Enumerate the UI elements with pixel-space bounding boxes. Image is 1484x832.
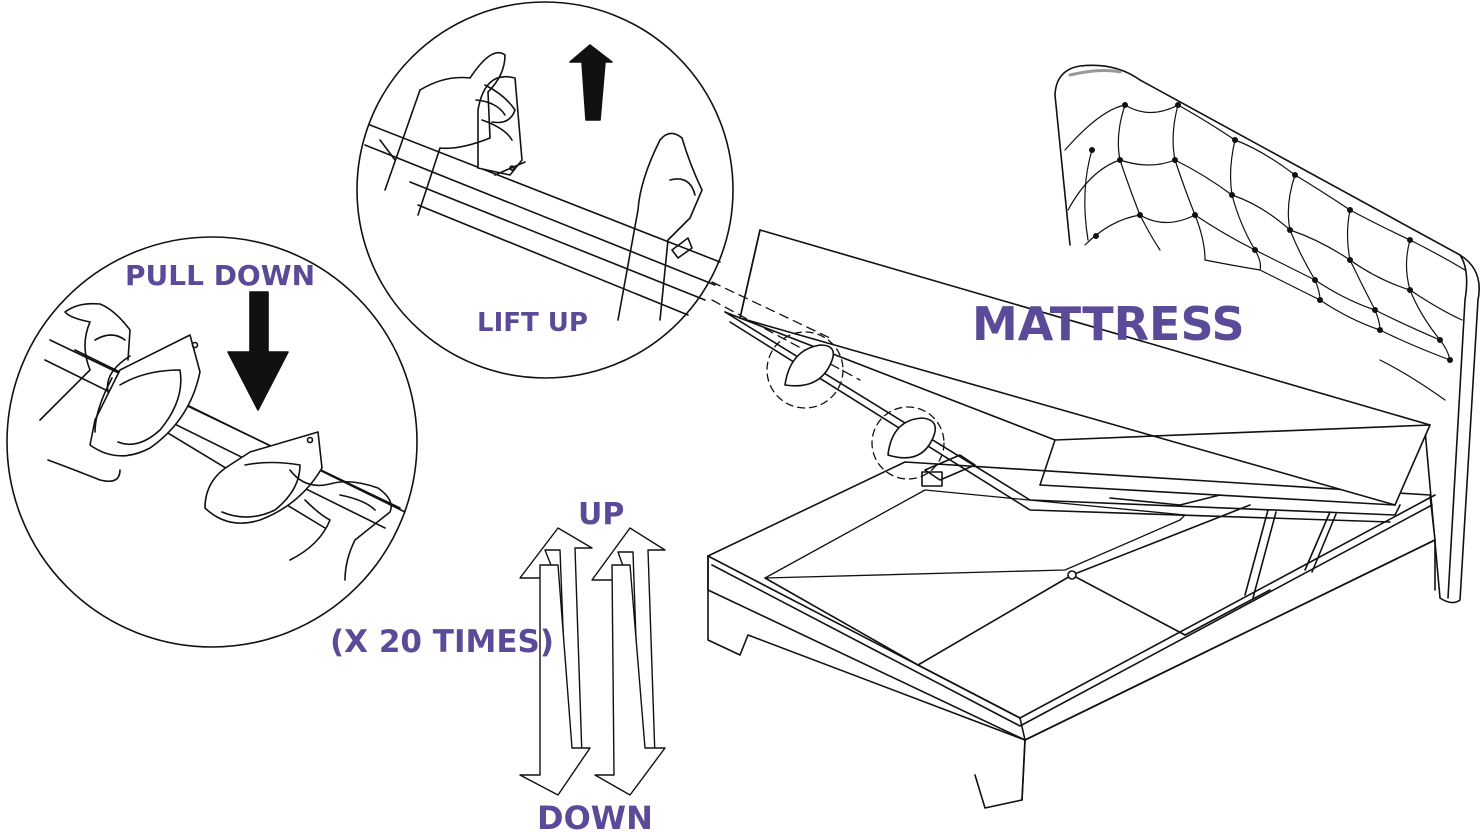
headboard (1054, 64, 1480, 604)
pull-down-label: PULL DOWN (125, 259, 315, 292)
gas-struts (921, 454, 1337, 599)
repeat-count-label: (X 20 TIMES) (330, 624, 554, 660)
up-down-cycle-arrows (519, 527, 666, 796)
down-outline-arrow-icon (519, 564, 666, 796)
callout-leaders (711, 281, 861, 381)
down-arrow-icon (227, 291, 289, 411)
up-arrow-icon (569, 44, 613, 121)
lift-up-label: LIFT UP (477, 308, 588, 338)
lift-up-zoom-circle (356, 1, 734, 379)
bed (707, 64, 1480, 809)
strap-callouts (766, 331, 945, 480)
mattress-label: MATTRESS (972, 297, 1245, 351)
down-label: DOWN (537, 799, 653, 832)
bed-base-frame (707, 461, 1436, 809)
mattress-platform (724, 229, 1431, 523)
tufting-buttons (1089, 102, 1453, 363)
pull-down-zoom-circle (6, 236, 418, 648)
up-label: UP (578, 497, 624, 532)
labels: PULL DOWN LIFT UP MATTRESS UP DOWN (X 20… (125, 259, 1245, 832)
